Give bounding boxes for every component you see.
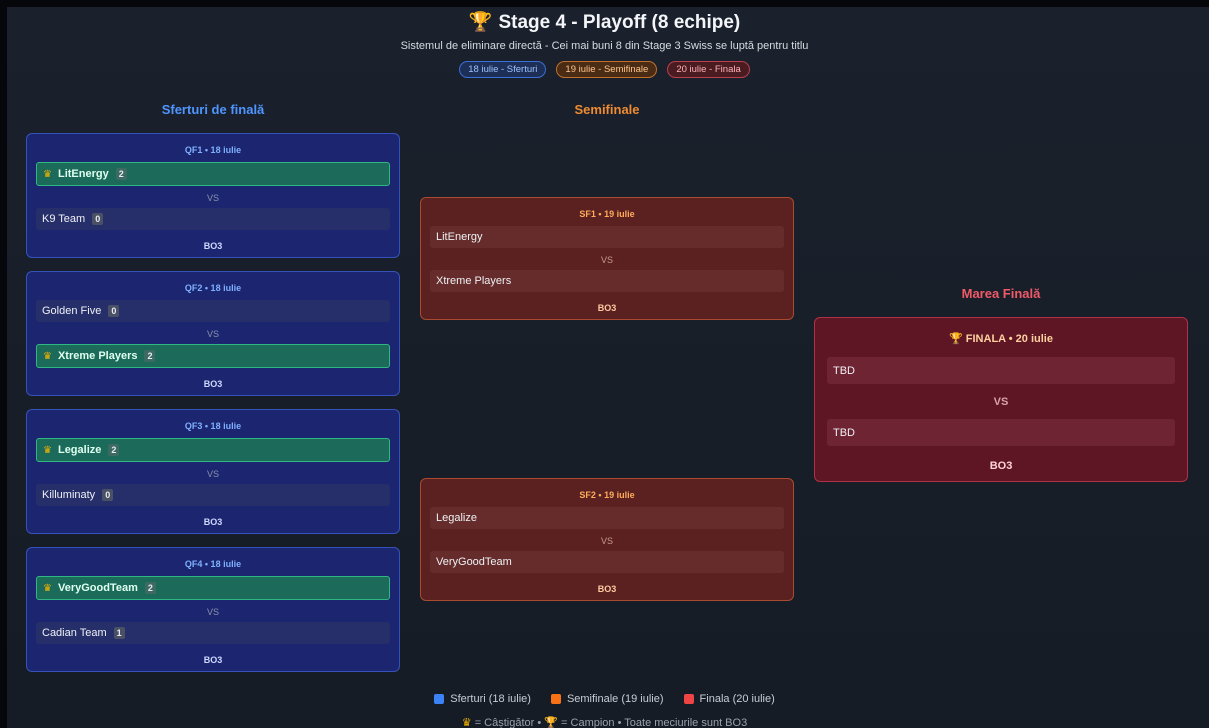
match-format: BO3	[597, 303, 617, 313]
red-square-icon	[683, 694, 694, 704]
top-border	[0, 0, 1209, 7]
legend-item-semifinals: Semifinale (19 iulie)	[550, 693, 664, 705]
team-name: Legalize	[436, 512, 477, 524]
badge-final: 20 iulie - Finala	[667, 61, 750, 78]
match-format: BO3	[203, 517, 223, 527]
legend-item-quarterfinals: Sferturi (18 iulie)	[434, 693, 531, 705]
team-name: Legalize	[57, 444, 102, 456]
team-name: VeryGoodTeam	[436, 556, 512, 568]
vs-label: VS	[206, 329, 219, 339]
match-format: BO3	[597, 584, 617, 594]
qf1-card: QF1 • 18 iulie ♛ LitEnergy 2 VS K9 Team …	[26, 133, 400, 258]
orange-square-icon	[550, 694, 561, 704]
team-name: Golden Five	[42, 305, 102, 317]
team-name: LitEnergy	[57, 168, 109, 180]
team-row: Cadian Team 1	[36, 622, 390, 644]
team-score: 2	[144, 582, 156, 594]
vs-label: VS	[206, 193, 219, 203]
sf2-card: SF2 • 19 iulie Legalize VS VeryGoodTeam …	[420, 478, 794, 601]
team-name: Xtreme Players	[57, 350, 138, 362]
match-format: BO3	[203, 655, 223, 665]
team-name: VeryGoodTeam	[57, 582, 138, 594]
team-score: 1	[113, 627, 125, 639]
badge-semifinals: 19 iulie - Semifinale	[556, 61, 658, 78]
team-row: TBD	[827, 419, 1175, 446]
winner-team-row: ♛ VeryGoodTeam 2	[36, 576, 390, 600]
crown-icon: ♛	[461, 717, 475, 728]
vs-label: VS	[206, 607, 219, 617]
team-name: Xtreme Players	[436, 275, 512, 287]
sf1-card: SF1 • 19 iulie LitEnergy VS Xtreme Playe…	[420, 197, 794, 320]
match-format: BO3	[203, 241, 223, 251]
team-name: K9 Team	[42, 213, 86, 225]
winner-team-row: ♛ Legalize 2	[36, 438, 390, 462]
team-name: TBD	[833, 426, 855, 439]
semifinals-heading: Semifinale	[574, 102, 640, 117]
crown-icon: ♛	[43, 350, 52, 362]
team-name: LitEnergy	[436, 231, 483, 243]
team-score: 0	[102, 489, 114, 501]
quarterfinals-heading: Sferturi de finală	[161, 102, 265, 117]
crown-icon: ♛	[43, 582, 52, 594]
team-row: LitEnergy	[430, 226, 784, 248]
qf2-card: QF2 • 18 iulie Golden Five 0 VS ♛ Xtreme…	[26, 271, 400, 396]
legend: Sferturi (18 iulie) Semifinale (19 iulie…	[0, 693, 1209, 705]
team-row: Xtreme Players	[430, 270, 784, 292]
team-name: Cadian Team	[42, 627, 107, 639]
team-score: 0	[92, 213, 104, 225]
legend-footnote: ♛ = Câștigător • 🏆 = Campion • Toate mec…	[461, 717, 748, 728]
blue-square-icon	[434, 694, 445, 704]
winner-team-row: ♛ Xtreme Players 2	[36, 344, 390, 368]
team-name: TBD	[833, 364, 855, 377]
match-format: BO3	[203, 379, 223, 389]
final-heading: Marea Finală	[961, 286, 1041, 301]
vs-label: VS	[206, 469, 219, 479]
vs-label: VS	[993, 396, 1009, 408]
match-label: QF1 • 18 iulie	[184, 145, 242, 155]
page-subtitle: Sistemul de eliminare directă - Cei mai …	[400, 40, 809, 52]
match-label: 🏆 FINALA • 20 iulie	[949, 333, 1053, 345]
match-format: BO3	[989, 460, 1013, 472]
crown-icon: ♛	[43, 168, 52, 180]
qf3-card: QF3 • 18 iulie ♛ Legalize 2 VS Killumina…	[26, 409, 400, 534]
match-label: QF2 • 18 iulie	[184, 283, 242, 293]
vs-label: VS	[600, 255, 613, 265]
crown-icon: ♛	[43, 444, 52, 456]
match-label: QF3 • 18 iulie	[184, 421, 242, 431]
team-score: 0	[108, 305, 120, 317]
final-card: 🏆 FINALA • 20 iulie TBD VS TBD BO3	[814, 317, 1188, 482]
team-score: 2	[115, 168, 127, 180]
match-label: SF1 • 19 iulie	[579, 209, 635, 219]
team-score: 2	[144, 350, 156, 362]
trophy-icon: 🏆	[949, 333, 966, 345]
trophy-icon: 🏆	[468, 12, 493, 33]
qf4-card: QF4 • 18 iulie ♛ VeryGoodTeam 2 VS Cadia…	[26, 547, 400, 672]
team-name: Killuminaty	[42, 489, 96, 501]
team-row: Killuminaty 0	[36, 484, 390, 506]
date-badges: 18 iulie - Sferturi 19 iulie - Semifinal…	[0, 61, 1209, 78]
team-row: Legalize	[430, 507, 784, 529]
team-row: K9 Team 0	[36, 208, 390, 230]
legend-item-final: Finala (20 iulie)	[683, 693, 775, 705]
match-label: SF2 • 19 iulie	[579, 490, 635, 500]
team-row: TBD	[827, 357, 1175, 384]
vs-label: VS	[600, 536, 613, 546]
page-title: 🏆Stage 4 - Playoff (8 echipe)	[468, 12, 741, 33]
match-label: QF4 • 18 iulie	[184, 559, 242, 569]
left-border	[0, 0, 7, 728]
badge-quarterfinals: 18 iulie - Sferturi	[459, 61, 547, 78]
team-score: 2	[108, 444, 120, 456]
team-row: Golden Five 0	[36, 300, 390, 322]
team-row: VeryGoodTeam	[430, 551, 784, 573]
winner-team-row: ♛ LitEnergy 2	[36, 162, 390, 186]
